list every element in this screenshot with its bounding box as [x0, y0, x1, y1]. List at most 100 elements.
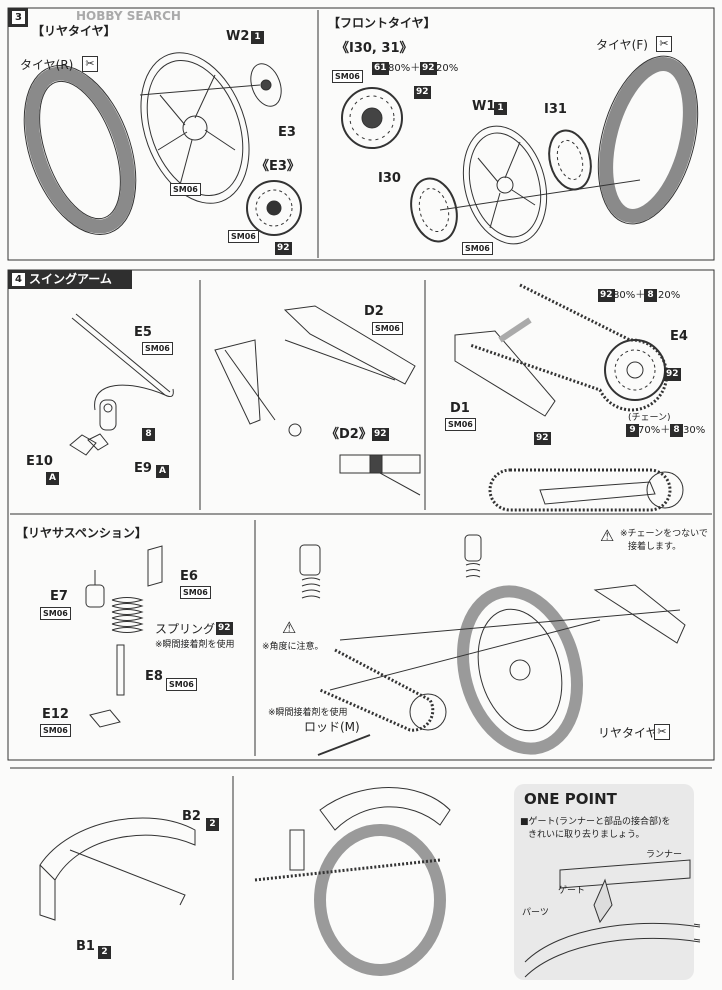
front-mix-text-b: 20% [436, 63, 459, 74]
front-wheel-label: W1 [472, 99, 496, 114]
e7-drawing [85, 570, 105, 608]
step-4-title: スイングアーム [29, 272, 112, 286]
chain-text-b: 30% [683, 425, 706, 436]
front-disc-code: SM06 [332, 70, 363, 83]
rear-wheel-badge: 1 [251, 31, 264, 44]
front-disc-left-label: I30 [378, 171, 401, 186]
spring-color: 92 [216, 622, 233, 635]
step-3-badge: 3 [8, 8, 28, 27]
rear-tire-drawing [23, 65, 137, 235]
rear-wheel-label: W2 [226, 29, 250, 44]
runner-label: ランナー [646, 850, 683, 860]
watermark: HOBBY SEARCH [76, 9, 181, 23]
front-mix-color-a: 61 [372, 62, 389, 75]
b1-badge: 2 [98, 946, 111, 959]
warning-icon: ⚠ [282, 618, 297, 637]
chain-label: (チェーン) [628, 413, 671, 423]
chain-mix-b: 8 [644, 289, 657, 302]
b2-label: B2 [182, 809, 201, 824]
e5-rod-drawing [71, 313, 174, 411]
front-wheel-drawing [462, 125, 548, 245]
front-mix-color-b: 92 [420, 62, 437, 75]
warning-icon: ⚠ [600, 526, 615, 545]
shock-assembly-drawing [299, 534, 482, 599]
d2-swingarm-drawing [214, 305, 416, 437]
rod-drawing [317, 734, 371, 756]
e10-e9-drawing [69, 399, 117, 456]
part-label: パーツ [522, 908, 549, 918]
chain-mix-text-b: 20% [658, 290, 681, 301]
front-tire-title: 【フロントタイヤ】 [328, 16, 436, 30]
e8-code: SM06 [166, 678, 197, 691]
knife-icon: ✂ [82, 56, 98, 72]
front-mix-text-a: 80%＋ [388, 63, 421, 74]
angle-note: ※角度に注意。 [262, 642, 324, 652]
spring-drawing [111, 597, 144, 633]
e8-drawing [116, 644, 125, 696]
d2-detail-color: 92 [372, 428, 389, 441]
e12-code: SM06 [40, 724, 71, 737]
rear-disc-code: SM06 [228, 230, 259, 243]
e7-code: SM06 [40, 607, 71, 620]
frame-step4 [7, 269, 715, 761]
rear-hub-code: SM06 [170, 183, 201, 196]
gate-label: ゲート [558, 886, 586, 896]
rear-disc-drawing [246, 180, 302, 236]
chain-note-line2: 接着します。 [628, 542, 682, 552]
chain-text-a: 70%＋ [638, 425, 671, 436]
rear-suspension-title: 【リヤサスペンション】 [16, 526, 147, 540]
e10-badge: A [46, 472, 59, 485]
front-wheel-badge: 1 [494, 102, 507, 115]
swingarm-assembly-drawing [329, 584, 686, 691]
step-4-number: 4 [12, 273, 25, 286]
chain-note-line1: ※チェーンをつないで [620, 529, 708, 539]
frame-step3 [7, 7, 715, 261]
e4-label: E4 [670, 329, 688, 344]
e9-label: E9 [134, 461, 152, 476]
e6-label: E6 [180, 569, 198, 584]
rear-wheel-drawing [140, 52, 250, 204]
fender-drawing [39, 817, 196, 921]
chain-assembly-drawing [319, 648, 447, 732]
d2-label: D2 [364, 304, 384, 319]
e12-label: E12 [42, 707, 69, 722]
spring-label: スプリング [155, 622, 216, 636]
b1-label: B1 [76, 939, 95, 954]
front-disc-color: 92 [414, 86, 431, 99]
chain-mix-a: 92 [598, 289, 615, 302]
e8-label: E8 [145, 669, 163, 684]
d1-swingarm-drawing [454, 317, 556, 417]
front-disc-small-drawing [341, 87, 403, 149]
front-disc-right-label: I31 [544, 102, 567, 117]
knife-icon: ✂ [656, 36, 672, 52]
rear-tire-assembly-label: リヤタイヤ [598, 726, 658, 740]
step-3-number: 3 [12, 11, 25, 24]
rear-tire-title: 【リヤタイヤ】 [32, 24, 116, 38]
e5-label: E5 [134, 325, 152, 340]
front-tire-label: タイヤ(F) [596, 38, 648, 52]
e9-badge: A [156, 465, 169, 478]
rear-tire-label: タイヤ(R) [20, 58, 74, 72]
d1-label: D1 [450, 401, 470, 416]
chain-color-b: 8 [670, 424, 683, 437]
rear-hub-drawing [250, 63, 282, 107]
knife-icon: ✂ [654, 724, 670, 740]
chain-mix-text-a: 80%＋ [613, 290, 646, 301]
link-color: 8 [142, 428, 155, 441]
fender-assembly-drawing [254, 787, 451, 976]
e7-label: E7 [50, 589, 68, 604]
d1-code: SM06 [445, 418, 476, 431]
e10-label: E10 [26, 454, 53, 469]
chain-color-a: 9 [626, 424, 639, 437]
front-wheel-code: SM06 [462, 242, 493, 255]
front-tire-drawing [597, 55, 699, 225]
b2-badge: 2 [206, 818, 219, 831]
rear-tire-assembly-drawing [456, 585, 584, 755]
rod-label: ロッド(M) [304, 720, 360, 734]
step-4-bar: 4 スイングアーム [8, 270, 132, 289]
spring-note: ※瞬間接着剤を使用 [155, 640, 235, 650]
d2-code: SM06 [372, 322, 403, 335]
